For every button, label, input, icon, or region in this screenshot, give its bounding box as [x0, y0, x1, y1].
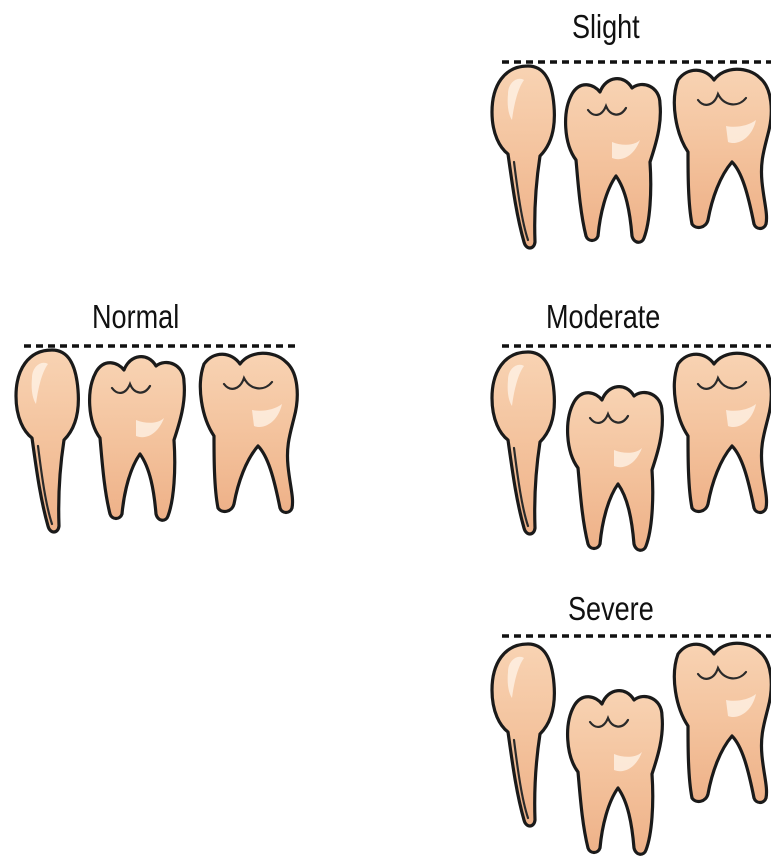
tooth-premolar	[492, 644, 554, 826]
tooth-premolar	[16, 350, 78, 532]
panel-slight: Slight	[490, 10, 771, 250]
teeth-diagram-moderate	[490, 300, 771, 560]
tooth-first-molar	[568, 387, 663, 551]
panel-severe: Severe	[490, 592, 771, 854]
panel-normal: Normal	[14, 300, 304, 540]
tooth-first-molar	[568, 691, 663, 855]
tooth-first-molar	[90, 357, 185, 521]
tooth-second-molar	[674, 353, 771, 512]
tooth-second-molar	[674, 69, 771, 228]
panel-moderate: Moderate	[490, 300, 771, 560]
teeth-diagram-normal	[14, 300, 304, 540]
tooth-second-molar	[200, 353, 297, 512]
teeth-diagram-severe	[490, 592, 771, 854]
teeth-diagram-slight	[490, 10, 771, 250]
tooth-second-molar	[674, 643, 771, 802]
tooth-first-molar	[566, 79, 661, 243]
tooth-premolar	[492, 352, 554, 534]
tooth-premolar	[492, 66, 554, 248]
